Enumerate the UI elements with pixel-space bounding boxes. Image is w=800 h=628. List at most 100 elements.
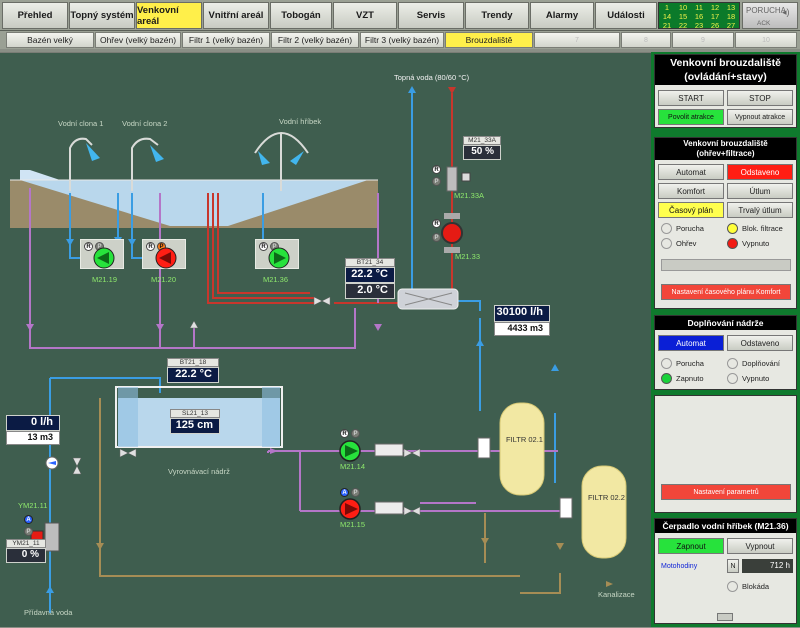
indicator-ohrev: Ohřev (661, 238, 696, 249)
tag-ym21-11: YM21_11 (6, 539, 46, 548)
mode-p-icon: P (24, 527, 33, 536)
subnav-filtr-1[interactable]: Filtr 1 (velký bazén) (182, 32, 270, 48)
piping-diagram (10, 86, 627, 613)
indicator-label: Zapnuto (676, 374, 704, 383)
value-temp-diff[interactable]: 2.0 °C (345, 283, 395, 299)
indicator-zapnuto: Zapnuto (661, 373, 704, 384)
mode-a-icon: A (24, 515, 33, 524)
subnav-bazen-velky[interactable]: Bazén velký (6, 32, 94, 48)
label-kanalizace: Kanalizace (598, 590, 635, 599)
subnav-9[interactable]: 9 (672, 32, 734, 48)
pump-m21-36[interactable]: R P (255, 239, 299, 269)
odstaveno-button[interactable]: Odstaveno (727, 164, 793, 180)
label-m21-15[interactable]: M21.15 (340, 520, 366, 529)
nav-venkovni-areal[interactable]: Venkovní areál (136, 2, 202, 29)
subnav-ohrev[interactable]: Ohřev (velký bazén) (95, 32, 181, 48)
subnav-7[interactable]: 7 (534, 32, 620, 48)
label-vyrovnavaci-nadrz: Vyrovnávací nádrž (168, 467, 230, 476)
alarm-status-grid[interactable]: 1 10 11 12 13 14 15 16 17 18 21 22 23 26… (658, 2, 740, 30)
subnav-filtr-3[interactable]: Filtr 3 (velký bazén) (360, 32, 444, 48)
label-topna-voda: Topná voda (80/60 °C) (394, 73, 470, 82)
refill-automat-button[interactable]: Automat (658, 335, 724, 351)
label-m21-14[interactable]: M21.14 (340, 462, 366, 471)
tan-arrows (96, 538, 613, 587)
utlum-button[interactable]: Útlum (727, 183, 793, 199)
mode-r-icon: R (259, 242, 268, 251)
pump-on-button[interactable]: Zapnout (658, 538, 724, 554)
indicator-blokada: Blokáda (727, 581, 769, 592)
value-flow-rate[interactable]: 30100 l/h (494, 305, 550, 322)
value-bt21-18[interactable]: 22.2 °C (167, 367, 219, 383)
mode-p-icon: P (432, 177, 441, 186)
tag-bt21-18: BT21_18 (167, 358, 219, 367)
status-cell: 10 (678, 3, 688, 12)
indicator-label: Blokáda (742, 582, 770, 591)
value-add-flow-rate[interactable]: 0 l/h (6, 415, 60, 431)
mode-p-icon: P (432, 233, 441, 242)
indicator-label: Blok. filtrace (742, 224, 783, 233)
nav-prehled[interactable]: Přehled (2, 2, 68, 29)
pump-off-button[interactable]: Vypnout (727, 538, 793, 554)
value-flow-total[interactable]: 4433 m3 (494, 322, 550, 336)
value-add-flow-total[interactable]: 13 m3 (6, 431, 60, 445)
allow-attractions-button[interactable]: Povolit atrakce (658, 109, 724, 125)
trvaly-utlum-button[interactable]: Trvalý útlum (727, 202, 793, 218)
nav-servis[interactable]: Servis (398, 2, 464, 29)
subnav-8[interactable]: 8 (621, 32, 671, 48)
value-m21-33a[interactable]: 50 % (463, 145, 501, 160)
subnav-filtr-2[interactable]: Filtr 2 (velký bazén) (271, 32, 359, 48)
pump-running-icon (268, 247, 290, 269)
nav-alarmy[interactable]: Alarmy (530, 2, 594, 29)
status-cell: 22 (678, 21, 688, 30)
status-cell: 11 (695, 3, 703, 12)
porucha-ack-button[interactable]: PORUCHA ACK ◂) (742, 2, 798, 29)
value-sl21-13[interactable]: 125 cm (170, 418, 220, 434)
schedule-settings-button[interactable]: Nastavení časového plánu Komfort (661, 284, 791, 300)
top-navigation: Přehled Topný systém Venkovní areál Vnit… (0, 0, 800, 31)
mode-p-icon: P (351, 429, 360, 438)
pump-m21-33-body (441, 222, 463, 244)
parameter-settings-button[interactable]: Nastavení parametrů (661, 484, 791, 500)
refill-odstaveno-button[interactable]: Odstaveno (727, 335, 793, 351)
disable-attractions-button[interactable]: Vypnout atrakce (727, 109, 793, 125)
tag-sl21-13: SL21_13 (170, 409, 220, 418)
value-ym21-11[interactable]: 0 % (6, 548, 46, 563)
label-ym21-11[interactable]: YM21.11 (18, 501, 48, 510)
start-button[interactable]: START (658, 90, 724, 106)
stop-button[interactable]: STOP (727, 90, 793, 106)
status-led (727, 238, 738, 249)
nav-tobogan[interactable]: Tobogán (270, 2, 332, 29)
check-valve-2 (374, 501, 404, 515)
panel-heat-title: Venkovní brouzdaliště (ohřev+filtrace) (655, 138, 796, 160)
status-cell: 15 (678, 12, 688, 21)
casovy-plan-button[interactable]: Časový plán (658, 202, 724, 218)
sub-navigation: Bazén velký Ohřev (velký bazén) Filtr 1 … (0, 31, 800, 49)
automat-button[interactable]: Automat (658, 164, 724, 180)
nav-topny-system[interactable]: Topný systém (69, 2, 135, 29)
label-m21-33[interactable]: M21.33 (455, 252, 481, 261)
reset-hours-button[interactable]: N (727, 559, 739, 573)
status-led (727, 223, 738, 234)
subnav-10[interactable]: 10 (735, 32, 797, 48)
komfort-button[interactable]: Komfort (658, 183, 724, 199)
tag-m21-33a: M21_33A (463, 136, 501, 145)
blue-pipes (49, 93, 556, 613)
status-led (661, 373, 672, 384)
pump-m21-20[interactable]: R P (142, 239, 186, 269)
status-led (727, 373, 738, 384)
value-bt21-34[interactable]: 22.2 °C (345, 267, 395, 283)
label-pridavna-voda: Přídavná voda (24, 608, 73, 617)
valves (72, 296, 421, 516)
nav-vzt[interactable]: VZT (333, 2, 397, 29)
collapse-handle[interactable] (717, 613, 733, 621)
nav-trendy[interactable]: Trendy (465, 2, 529, 29)
nav-udalosti[interactable]: Události (595, 2, 657, 29)
blue-arrows (46, 86, 559, 593)
heat-exchanger (397, 288, 459, 310)
nav-vnitrni-areal[interactable]: Vnitřní areál (203, 2, 269, 29)
label-filtr-022: FILTR 02.2 (588, 493, 625, 502)
subnav-brouzdaliste[interactable]: Brouzdaliště (445, 32, 533, 48)
label-vodni-clona-1: Vodní clona 1 (58, 119, 104, 128)
pump-m21-19[interactable]: R P (80, 239, 124, 269)
indicator-blok-filtrace: Blok. filtrace (727, 223, 783, 234)
